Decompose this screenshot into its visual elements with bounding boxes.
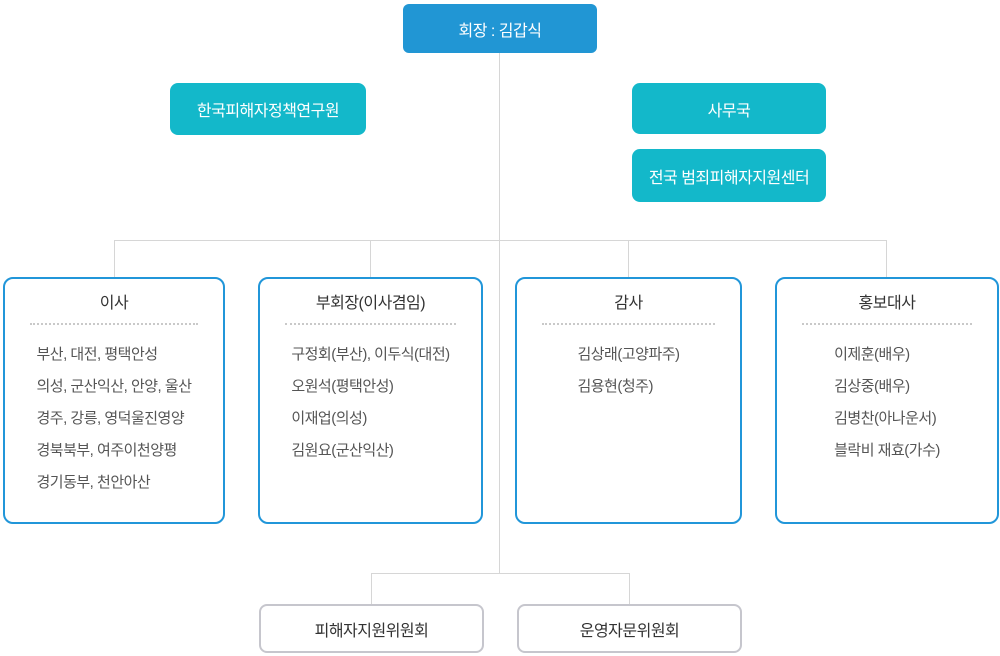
research-institute-label: 한국피해자정책연구원 (196, 103, 340, 120)
support-center-label: 전국 범죄피해자지원센터 (648, 169, 810, 187)
panel-member-list: 이제훈(배우) 김상중(배우) 김병찬(아나운서) 블락비 재효(가수) (834, 339, 940, 467)
panel-member-item: 경북북부, 여주이천양평 (36, 442, 177, 459)
connector-drop-panel-2 (370, 240, 371, 277)
connector-drop-committee-1 (371, 573, 372, 604)
panel-member-list: 구정회(부산), 이두식(대전) 오원석(평택안성) 이재업(의성) 김원요(군산익산… (291, 339, 450, 467)
panel-member-item: 김병찬(아나운서) (834, 410, 937, 427)
panel-1: 부회장(이사겸임) 구정회(부산), 이두식(대전) 오원석(평택안성) 이재업(의… (258, 277, 483, 524)
dotted-divider (542, 323, 715, 325)
connector-top-horizontal (114, 240, 887, 241)
panel-2: 감사 김상래(고양파주) 김용현(청주) (515, 277, 742, 524)
secretariat-box: 사무국 (632, 83, 826, 134)
connector-center-vertical (499, 53, 500, 573)
chairman-box: 회장 : 김갑식 (403, 4, 597, 53)
victim-support-committee-label: 피해자지원위원회 (314, 622, 429, 640)
panel-member-list: 김상래(고양파주) 김용현(청주) (577, 339, 680, 403)
connector-drop-panel-3 (628, 240, 629, 277)
panel-title: 부회장(이사겸임) (315, 295, 426, 312)
panel-member-item: 의성, 군산익산, 안양, 울산 (36, 378, 192, 395)
panel-title: 이사 (99, 295, 129, 312)
chairman-label: 회장 : 김갑식 (458, 22, 542, 40)
panel-member-item: 오원석(평택안성) (291, 378, 394, 395)
dotted-divider (802, 323, 972, 325)
panel-member-item: 블락비 재효(가수) (834, 442, 940, 459)
panel-member-item: 부산, 대전, 평택안성 (36, 346, 158, 363)
victim-support-committee-box: 피해자지원위원회 (259, 604, 484, 653)
panel-member-item: 경기동부, 천안아산 (36, 474, 151, 491)
connector-drop-committee-2 (629, 573, 630, 604)
secretariat-label: 사무국 (707, 102, 751, 120)
dotted-divider (30, 323, 198, 325)
panel-member-item: 이제훈(배우) (834, 346, 910, 363)
dotted-divider (285, 323, 456, 325)
panel-member-item: 김원요(군산익산) (291, 442, 394, 459)
panel-member-item: 이재업(의성) (291, 410, 367, 427)
panel-title: 홍보대사 (858, 295, 916, 312)
connector-drop-panel-1 (114, 240, 115, 277)
panel-member-item: 김상래(고양파주) (577, 346, 680, 363)
panel-member-item: 김용현(청주) (577, 378, 653, 395)
panel-title: 감사 (614, 295, 643, 312)
panel-3: 홍보대사 이제훈(배우) 김상중(배우) 김병찬(아나운서) 블락비 재효(가수) (775, 277, 999, 524)
panel-member-item: 김상중(배우) (834, 378, 910, 395)
support-center-box: 전국 범죄피해자지원센터 (632, 149, 826, 202)
connector-drop-panel-4 (886, 240, 887, 277)
research-institute-box: 한국피해자정책연구원 (170, 83, 366, 135)
connector-bottom-horizontal (371, 573, 629, 574)
panel-member-item: 구정회(부산), 이두식(대전) (291, 346, 450, 363)
operation-advisory-committee-label: 운영자문위원회 (579, 622, 680, 640)
operation-advisory-committee-box: 운영자문위원회 (517, 604, 742, 653)
panel-member-item: 경주, 강릉, 영덕울진영양 (36, 410, 185, 427)
